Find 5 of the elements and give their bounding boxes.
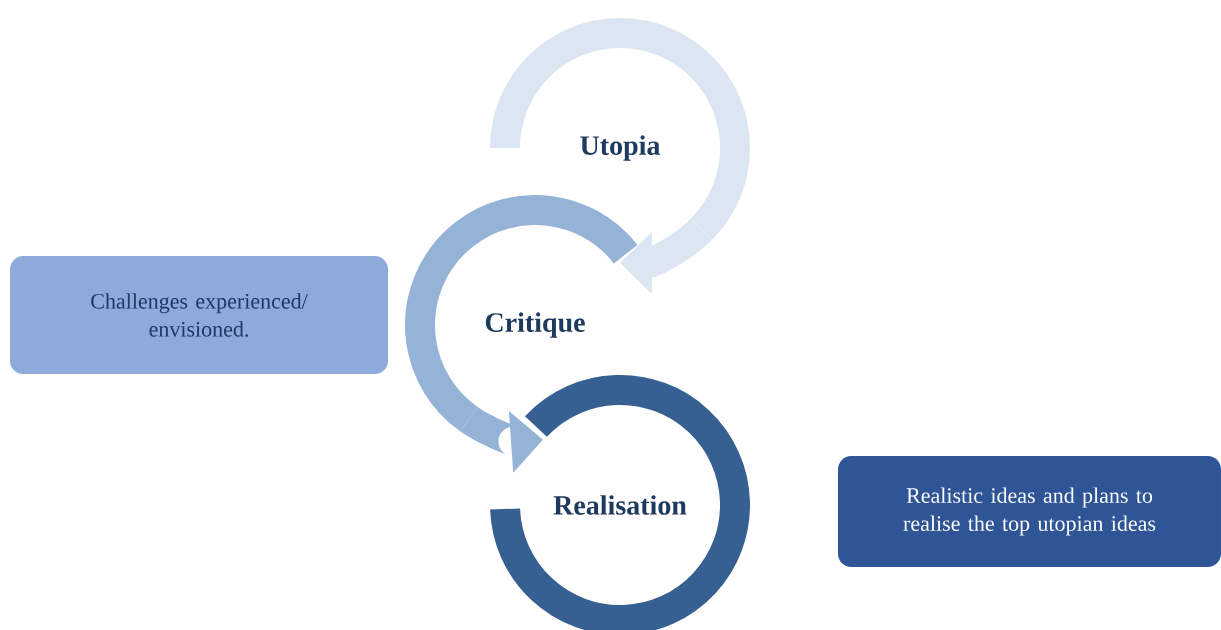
ring: Realisation xyxy=(490,375,750,630)
ring: Utopia xyxy=(490,18,750,240)
text-box: Challenges experienced/ envisioned. xyxy=(10,256,388,374)
text-box: Realistic ideas and plans to realise the top utopian ideas xyxy=(838,456,1221,567)
ring: Critique xyxy=(405,195,637,432)
